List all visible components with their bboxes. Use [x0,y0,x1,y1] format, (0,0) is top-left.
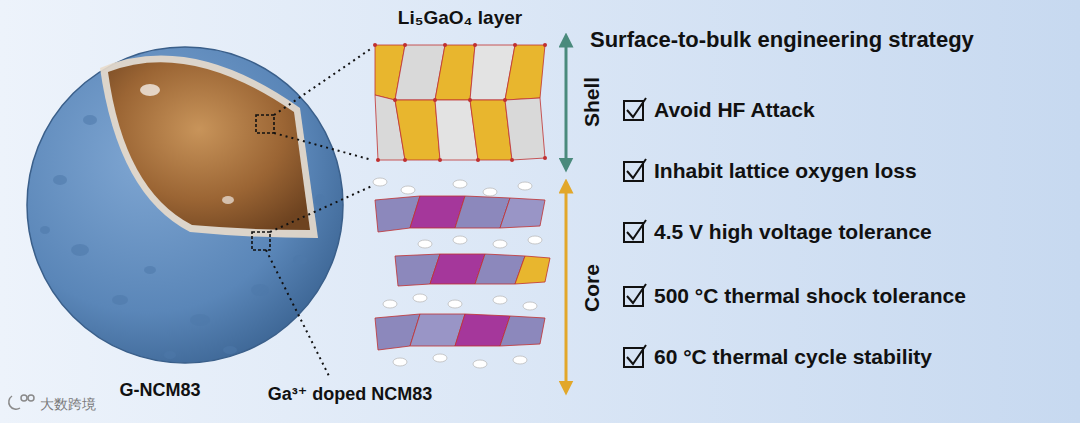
particle-label: G-NCM83 [119,380,200,401]
shell-lattice [373,43,547,162]
watermark-logo [9,395,34,409]
feature-item: 4.5 V high voltage tolerance [654,220,932,244]
feature-item: 60 °C thermal cycle stability [654,345,932,369]
sphere-particle [27,47,343,363]
panel-heading: Surface-to-bulk engineering strategy [590,27,974,52]
core-lattice [373,178,550,368]
feature-item: 500 °C thermal shock tolerance [654,284,966,308]
zoom-leader [266,48,372,378]
region-label: Core [580,264,604,312]
feature-item: Inhabit lattice oxygen loss [654,159,917,183]
bulk-label: Ga³⁺ doped NCM83 [268,384,433,405]
checkbox-symbol [624,98,646,367]
feature-item: Avoid HF Attack [654,98,815,122]
region-label: Shell [580,77,604,127]
watermark: 大数跨境 [40,396,96,412]
core-arrow [565,186,568,388]
shell-arrow [565,40,568,165]
layer-label: Li₅GaO₄ layer [398,7,522,29]
